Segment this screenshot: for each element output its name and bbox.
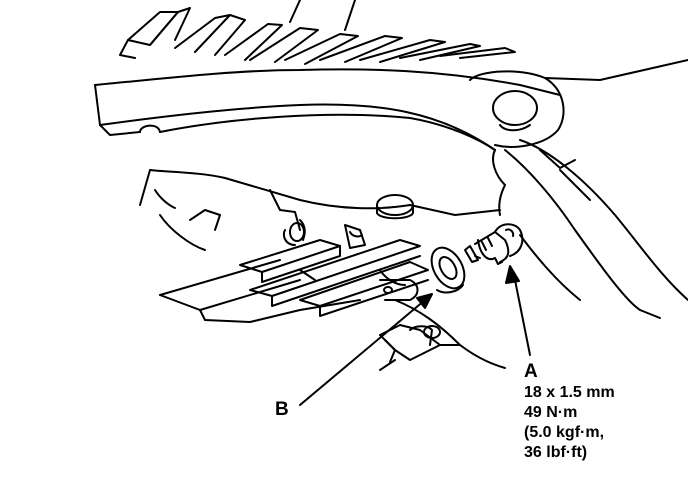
- leader-lines: [299, 265, 531, 406]
- callout-a-spec-size: 18 x 1.5 mm: [524, 384, 615, 401]
- upper-case-ribs: [119, 0, 516, 65]
- flange-band: [94, 68, 561, 186]
- callout-a-spec-torque-kgfm: (5.0 kgf·m,: [524, 424, 605, 441]
- callout-a-spec-torque-lbfft: 36 lbf·ft): [524, 444, 588, 461]
- leader-line-a: [513, 274, 531, 356]
- callout-a-letter: A: [524, 361, 538, 382]
- bolt-icon: [464, 223, 524, 265]
- callout-b-letter: B: [275, 399, 289, 420]
- lower-case-outline: [139, 169, 501, 251]
- arrowhead-b: [416, 293, 433, 309]
- callout-b: B: [275, 400, 289, 421]
- inner-channels: [159, 224, 429, 323]
- case-right-edge: [498, 139, 688, 319]
- leader-line-b: [299, 299, 426, 406]
- callout-a-spec-torque-nm: 49 N·m: [524, 404, 578, 421]
- arrowhead-a: [505, 265, 520, 284]
- bracket-tab: [379, 279, 506, 369]
- mount-boss: [469, 59, 688, 148]
- lower-left-features: [379, 324, 461, 371]
- callout-a: A 18 x 1.5 mm 49 N·m (5.0 kgf·m, 36 lbf·…: [524, 362, 615, 463]
- round-plug: [376, 194, 414, 220]
- sealing-washer-icon: [430, 246, 466, 294]
